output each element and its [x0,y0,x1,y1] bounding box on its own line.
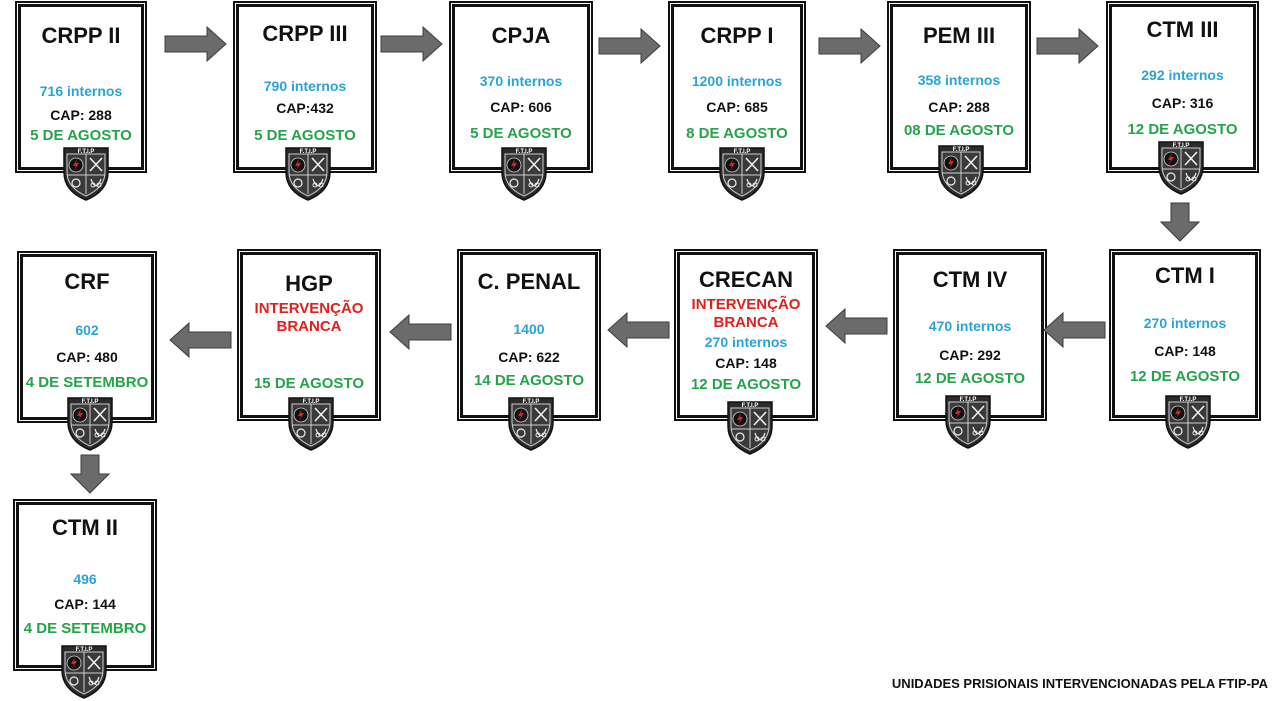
unit-capacity: CAP:432 [276,100,334,116]
unit-box-ctm-ii: CTM II 496 CAP: 144 4 DE SETEMBRO [16,502,154,668]
unit-date: 14 DE AGOSTO [473,372,585,389]
unit-name: CRECAN [698,267,794,292]
unit-date: 12 DE AGOSTO [1129,368,1241,385]
ftip-shield-icon [508,397,554,451]
arrow-left-icon [389,314,452,350]
arrow-right-icon [380,26,443,62]
unit-box-ctm-iv: CTM IV 470 internos CAP: 292 12 DE AGOST… [896,252,1044,418]
unit-internos: 1200 internos [691,73,783,89]
arrow-left-icon [607,312,670,348]
ftip-shield-icon [63,147,109,201]
arrow-left-icon [825,308,888,344]
ftip-shield-icon [727,401,773,455]
unit-name: CTM IV [932,267,1008,292]
unit-box-hgp: HGP INTERVENÇÃO BRANCA 15 DE AGOSTO [240,252,378,418]
unit-internos: 716 internos [39,83,123,99]
unit-internos: 270 internos [1143,315,1227,331]
arrow-right-icon [1036,28,1099,64]
unit-name: CRPP I [700,23,774,48]
unit-name: CRPP II [41,23,121,48]
unit-name: CRPP III [262,21,348,46]
unit-capacity: CAP: 622 [498,349,560,365]
unit-box-crpp-iii: CRPP III 790 internos CAP:432 5 DE AGOST… [236,4,374,170]
unit-capacity: CAP: 606 [490,99,552,115]
unit-intervention-type: BRANCA [713,314,779,331]
ftip-shield-icon [288,397,334,451]
ftip-shield-icon [938,145,984,199]
unit-name: CTM I [1155,263,1215,288]
unit-name: HGP [285,271,333,296]
unit-internos: 358 internos [917,72,1001,88]
ftip-shield-icon [67,397,113,451]
arrow-right-icon [818,28,881,64]
unit-date: 8 DE AGOSTO [686,125,788,142]
unit-name: CTM II [52,515,118,540]
unit-date: 5 DE AGOSTO [254,127,356,144]
unit-name: C. PENAL [477,269,581,294]
unit-internos: 292 internos [1141,67,1224,83]
unit-date: 4 DE SETEMBRO [25,374,149,391]
unit-capacity: CAP: 288 [50,107,112,123]
unit-intervention-label: INTERVENÇÃO [254,300,364,317]
arrow-right-icon [598,28,661,64]
unit-intervention-label: INTERVENÇÃO [691,296,801,313]
unit-date: 12 DE AGOSTO [1127,121,1238,138]
ftip-shield-icon [285,147,331,201]
arrow-down-icon [1160,202,1200,242]
unit-date: 5 DE AGOSTO [30,127,132,144]
unit-capacity: CAP: 292 [939,347,1001,363]
unit-capacity: CAP: 144 [54,596,116,612]
arrow-left-icon [1043,312,1106,348]
unit-intervention-type: BRANCA [276,318,342,335]
ftip-shield-icon [1158,141,1204,195]
unit-name: CPJA [491,23,551,48]
unit-internos: 496 [73,571,97,587]
unit-capacity: CAP: 288 [928,99,990,115]
arrow-left-icon [169,322,232,358]
unit-box-crf: CRF 602 CAP: 480 4 DE SETEMBRO [20,254,154,420]
unit-date: 5 DE AGOSTO [470,125,572,142]
unit-capacity: CAP: 148 [1154,343,1216,359]
unit-box-crpp-ii: CRPP II 716 internos CAP: 288 5 DE AGOST… [18,4,144,170]
unit-box-pem-iii: PEM III 358 internos CAP: 288 08 DE AGOS… [890,4,1028,170]
unit-name: CRF [64,269,110,294]
unit-capacity: CAP: 480 [56,349,118,365]
unit-date: 15 DE AGOSTO [253,375,365,392]
unit-capacity: CAP: 148 [715,355,777,371]
unit-box-crecan: CRECAN INTERVENÇÃO BRANCA 270 internos C… [677,252,815,418]
ftip-shield-icon [719,147,765,201]
unit-capacity: CAP: 316 [1151,95,1214,111]
unit-internos: 470 internos [928,318,1012,334]
unit-internos: 370 internos [479,73,563,89]
unit-date: 12 DE AGOSTO [690,376,802,393]
unit-date: 4 DE SETEMBRO [23,620,147,637]
unit-capacity: CAP: 685 [706,99,768,115]
unit-date: 12 DE AGOSTO [914,370,1026,387]
diagram-caption: UNIDADES PRISIONAIS INTERVENCIONADAS PEL… [891,676,1268,691]
unit-box-ctm-i: CTM I 270 internos CAP: 148 12 DE AGOSTO [1112,252,1258,418]
ftip-shield-icon [1165,395,1211,449]
ftip-shield-icon [501,147,547,201]
arrow-down-icon [70,454,110,494]
ftip-shield-icon [61,645,107,699]
unit-internos: 1400 [513,321,545,337]
unit-box-c-penal: C. PENAL 1400 CAP: 622 14 DE AGOSTO [460,252,598,418]
unit-box-cpja: CPJA 370 internos CAP: 606 5 DE AGOSTO [452,4,590,170]
unit-internos: 270 internos [704,334,788,350]
arrow-right-icon [164,26,227,62]
unit-name: CTM III [1146,17,1219,42]
unit-name: PEM III [922,23,996,48]
unit-date: 08 DE AGOSTO [903,122,1015,139]
ftip-shield-icon [945,395,991,449]
unit-internos: 602 [75,322,99,338]
unit-internos: 790 internos [263,78,347,94]
